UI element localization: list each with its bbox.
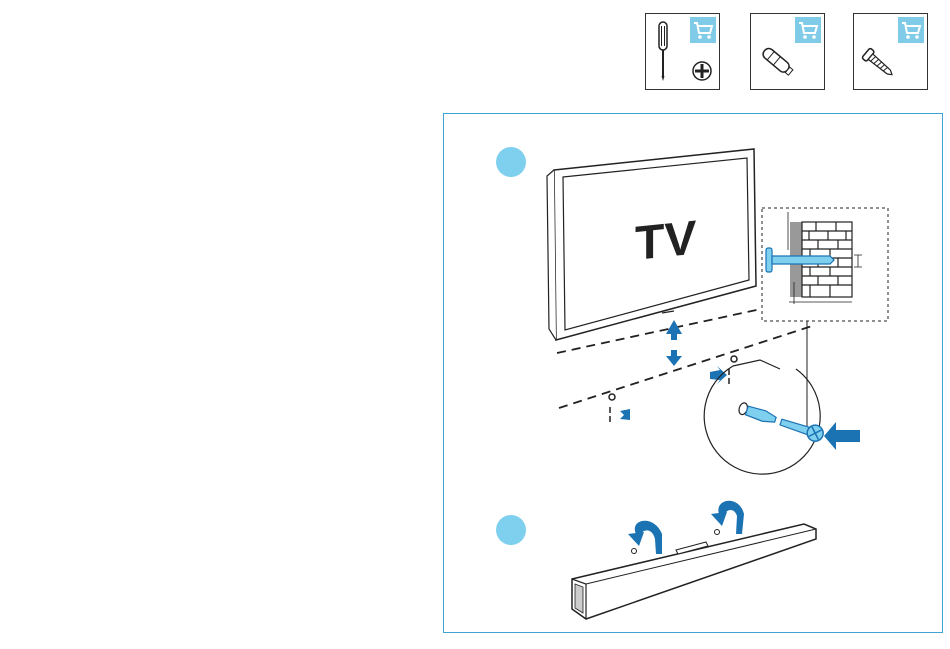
soundbar-illustration <box>572 501 816 619</box>
tool-box-wall-plug <box>750 13 825 90</box>
installation-panel: TV <box>443 113 943 633</box>
screw-icon <box>854 14 929 91</box>
wall-detail-box <box>762 208 888 321</box>
tool-box-screw <box>853 13 928 90</box>
tool-box-screwdriver <box>645 13 720 90</box>
tv-illustration: TV <box>547 149 756 340</box>
screwdriver-icon <box>646 14 721 91</box>
plug-detail-circle <box>704 360 860 474</box>
wall-plug-icon <box>751 14 826 91</box>
screw-hole-left <box>609 394 630 425</box>
tv-label: TV <box>635 211 696 271</box>
screw-hole-right <box>710 356 737 386</box>
